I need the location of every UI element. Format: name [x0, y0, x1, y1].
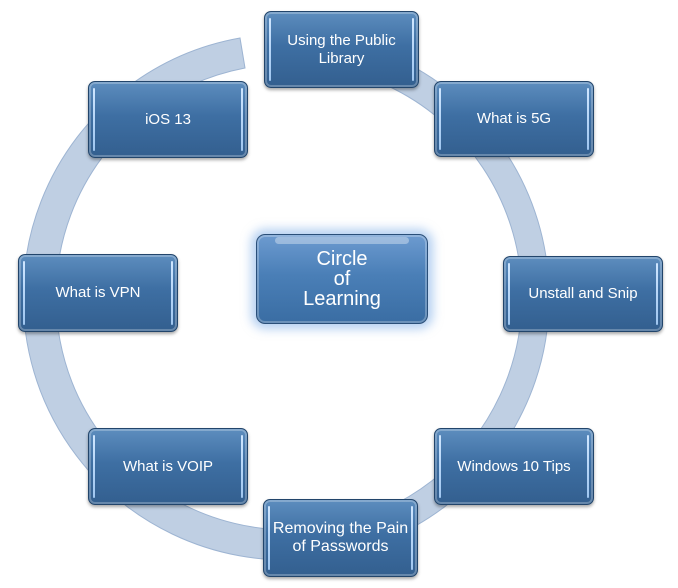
- node-what-is-vpn[interactable]: What is VPN: [18, 254, 178, 332]
- node-unstall-and-snip[interactable]: Unstall and Snip: [503, 256, 663, 332]
- node-windows-10-tips[interactable]: Windows 10 Tips: [434, 428, 594, 505]
- node-label: Windows 10 Tips: [457, 457, 571, 475]
- cycle-ring: [22, 33, 550, 561]
- node-removing-the-pain-of-passwords[interactable]: Removing the Pain of Passwords: [263, 499, 418, 577]
- node-label: What is VPN: [55, 284, 141, 301]
- node-label: Unstall and Snip: [528, 285, 638, 302]
- center-label: Circle of Learning: [303, 248, 381, 310]
- node-what-is-voip[interactable]: What is VOIP: [88, 428, 248, 505]
- center-node-circle-of-learning[interactable]: Circle of Learning: [256, 234, 428, 324]
- node-what-is-5g[interactable]: What is 5G: [434, 81, 594, 157]
- node-using-the-public-library[interactable]: Using the Public Library: [264, 11, 419, 88]
- node-ios-13[interactable]: iOS 13: [88, 81, 248, 158]
- node-label: Removing the Pain of Passwords: [272, 520, 409, 555]
- node-label: What is 5G: [476, 110, 552, 127]
- node-label: Using the Public Library: [287, 31, 396, 67]
- node-label: What is VOIP: [122, 457, 214, 475]
- node-label: iOS 13: [145, 110, 191, 128]
